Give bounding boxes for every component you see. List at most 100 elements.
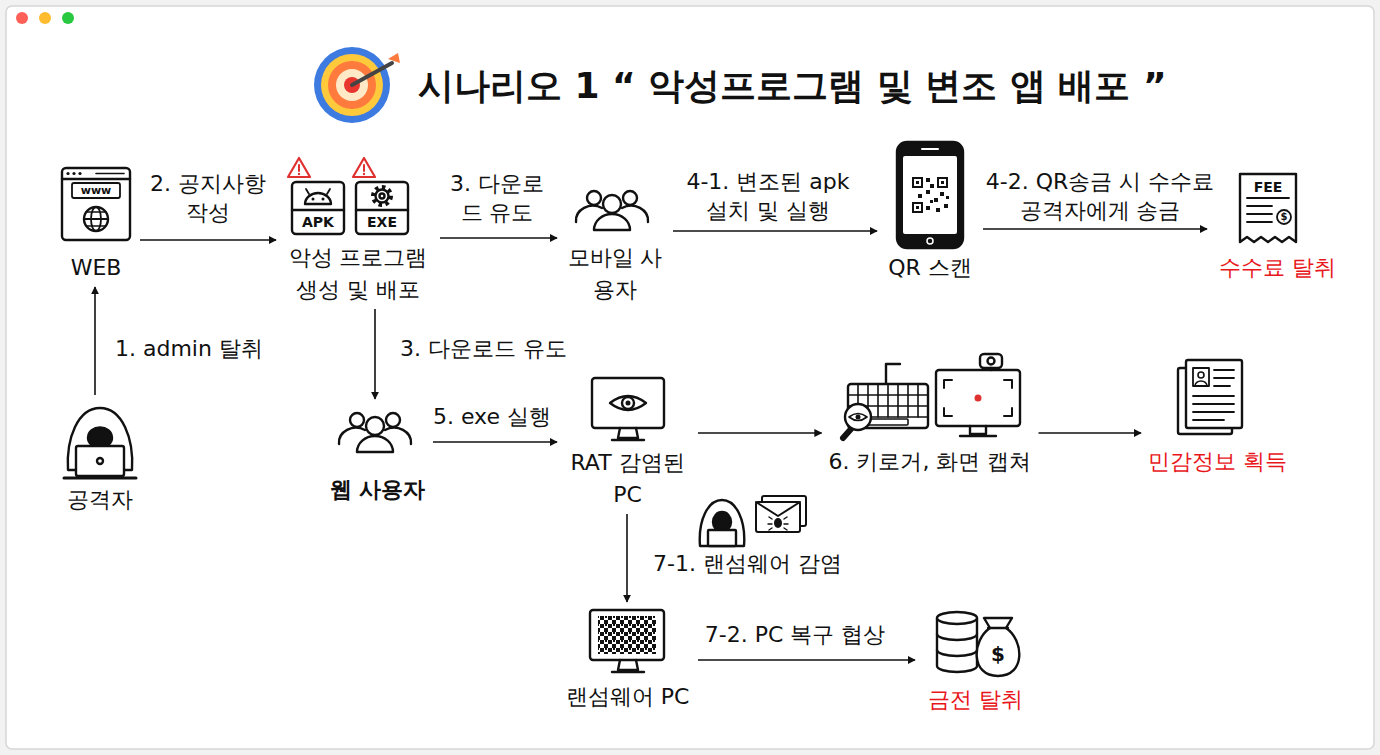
exe-file-icon — [376, 190, 389, 203]
phone-qr-icon — [930, 184, 934, 188]
rat-monitor-icon — [592, 378, 664, 440]
phone-qr-icon — [926, 190, 930, 194]
icon-text: FEE — [1254, 180, 1283, 194]
edge-label: 5. exe 실행 — [430, 403, 554, 432]
exe-file-icon — [356, 209, 408, 211]
exe-file-icon — [380, 194, 385, 199]
attacker-icon — [64, 477, 136, 480]
document-icon — [1178, 360, 1242, 434]
fee-receipt-icon — [1240, 174, 1296, 242]
node-label: 공격자 — [67, 484, 133, 516]
phone-qr-icon — [914, 204, 921, 211]
document-icon — [1195, 381, 1207, 386]
window-frame — [6, 6, 1374, 749]
ransomware-mail-icon — [756, 502, 800, 516]
phone-qr-icon — [946, 196, 949, 199]
icon-node: 금전 탈취 — [918, 605, 1033, 716]
icon-text: $ — [991, 644, 1005, 664]
attacker-icon — [88, 428, 112, 448]
phone-qr-icon — [926, 206, 930, 210]
icon-node: 6. 키로거, 화면 캡쳐 — [825, 350, 1036, 478]
screen-capture-icon — [990, 368, 992, 370]
flow-arrow — [698, 432, 822, 434]
flow-arrow — [626, 514, 628, 602]
edge-label: 1. admin 탈취 — [112, 335, 266, 364]
phone-qr-icon — [941, 181, 944, 184]
illustration — [62, 142, 1296, 676]
node-label: 수수료 탈취 — [1219, 252, 1336, 284]
fee-receipt-icon — [1277, 210, 1291, 224]
node-label: 웹 사용자 — [330, 474, 426, 506]
screen-capture-icon — [970, 426, 986, 434]
node-label: 랜섬웨어 PC — [566, 681, 690, 713]
target-icon — [314, 47, 400, 123]
phone-qr-icon — [914, 179, 921, 186]
flow-arrow — [1039, 432, 1142, 434]
icon-node: 공격자 — [50, 398, 150, 516]
edge-label: 3. 다운로드 유도 — [438, 170, 556, 227]
apk-file-icon — [288, 158, 310, 177]
attacker-icon — [64, 408, 136, 478]
icon-node: RAT 감염된 PC — [560, 372, 695, 511]
icon-node: 수수료 탈취 — [1210, 160, 1345, 284]
apk-file-icon — [292, 182, 344, 234]
ransomware-monitor-icon — [590, 610, 664, 672]
browser-icon — [86, 212, 106, 226]
document-icon — [1186, 360, 1242, 428]
phone-qr-icon — [912, 202, 923, 213]
edge-label: 3. 다운로드 유도 — [397, 335, 570, 364]
browser-icon — [62, 178, 130, 180]
keylogger-icon — [843, 429, 851, 438]
icon-node: 모바일 사용자 — [560, 180, 670, 306]
mobile-users-icon — [576, 191, 648, 230]
flow-arrow — [94, 287, 96, 395]
phone-qr-icon — [903, 156, 957, 234]
exe-file-icon — [363, 165, 365, 171]
screen-capture-icon — [960, 435, 996, 437]
window-frame — [16, 12, 28, 24]
phone-qr-icon — [912, 177, 923, 188]
money-icon — [937, 612, 977, 624]
rat-monitor-icon — [610, 396, 646, 410]
exe-file-icon — [353, 158, 408, 234]
screen-capture-icon — [988, 358, 995, 365]
money-icon — [937, 634, 977, 656]
money-icon — [977, 618, 1020, 676]
edge-label: 7-1. 랜섬웨어 감염 — [650, 550, 845, 579]
screen-capture-icon — [936, 370, 1020, 426]
rat-monitor-icon — [612, 439, 644, 441]
window-frame — [39, 12, 51, 24]
flow-arrow — [374, 309, 376, 399]
ransomware-mail-icon — [708, 530, 736, 546]
phone-qr-icon — [937, 177, 948, 188]
exe-file-icon — [356, 182, 408, 234]
phone-qr-icon — [897, 142, 963, 248]
exe-file-icon — [373, 187, 391, 205]
ransomware-mail-icon — [768, 517, 788, 530]
node-label: QR 스캔 — [888, 252, 972, 284]
ransomware-mail-icon — [700, 496, 806, 546]
flow-arrow — [433, 441, 557, 443]
phone-qr-icon — [926, 178, 930, 182]
target-icon — [352, 63, 392, 85]
apk-file-icon — [312, 198, 315, 201]
screen-capture-icon — [936, 354, 1020, 436]
node-label: RAT 감염된 PC — [565, 447, 690, 511]
exe-file-icon — [353, 158, 375, 177]
edge-label: 2. 공지사항 작성 — [140, 170, 276, 227]
screen-capture-icon — [980, 354, 1002, 368]
phone-qr-icon — [916, 206, 919, 209]
phone-qr-icon — [918, 194, 922, 198]
ransomware-monitor-icon — [618, 660, 638, 670]
flow-arrow — [440, 237, 557, 239]
icon-node: 민감정보 획득 — [1144, 355, 1291, 478]
screen-capture-icon — [944, 380, 1012, 416]
apk-file-icon — [322, 198, 325, 201]
node-label: 금전 탈취 — [928, 684, 1023, 716]
browser-icon — [62, 168, 130, 240]
keylogger-icon — [843, 364, 928, 438]
window-frame — [6, 6, 1374, 749]
icon-node: 웹 사용자 — [325, 402, 430, 506]
browser-icon — [66, 172, 69, 175]
icon-node: 랜섬웨어 PC — [560, 605, 695, 713]
